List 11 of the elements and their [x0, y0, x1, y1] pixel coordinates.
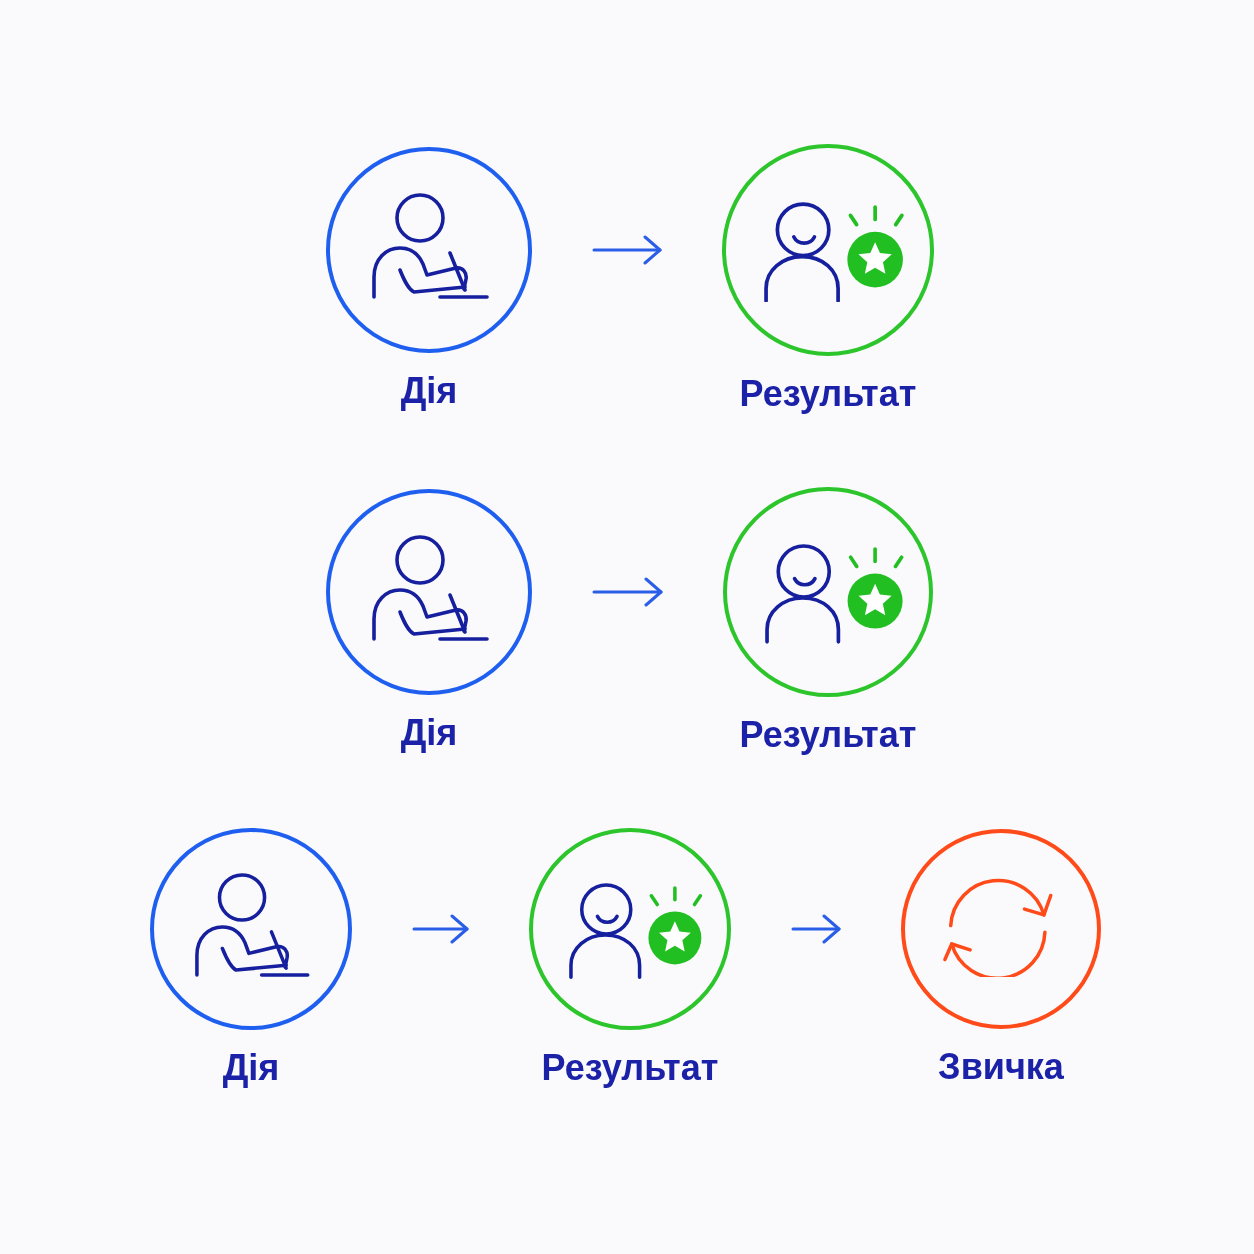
arrow	[592, 577, 663, 607]
node-label: Дія	[400, 713, 458, 753]
node-label: Результат	[541, 1048, 719, 1088]
arrow	[412, 914, 469, 944]
node-label: Результат	[739, 374, 917, 414]
node-label: Дія	[222, 1048, 280, 1088]
arrow	[791, 914, 841, 944]
arrow	[592, 235, 662, 265]
node-label: Результат	[739, 715, 917, 755]
node-label: Звичка	[938, 1047, 1064, 1087]
node-label: Дія	[400, 371, 458, 411]
